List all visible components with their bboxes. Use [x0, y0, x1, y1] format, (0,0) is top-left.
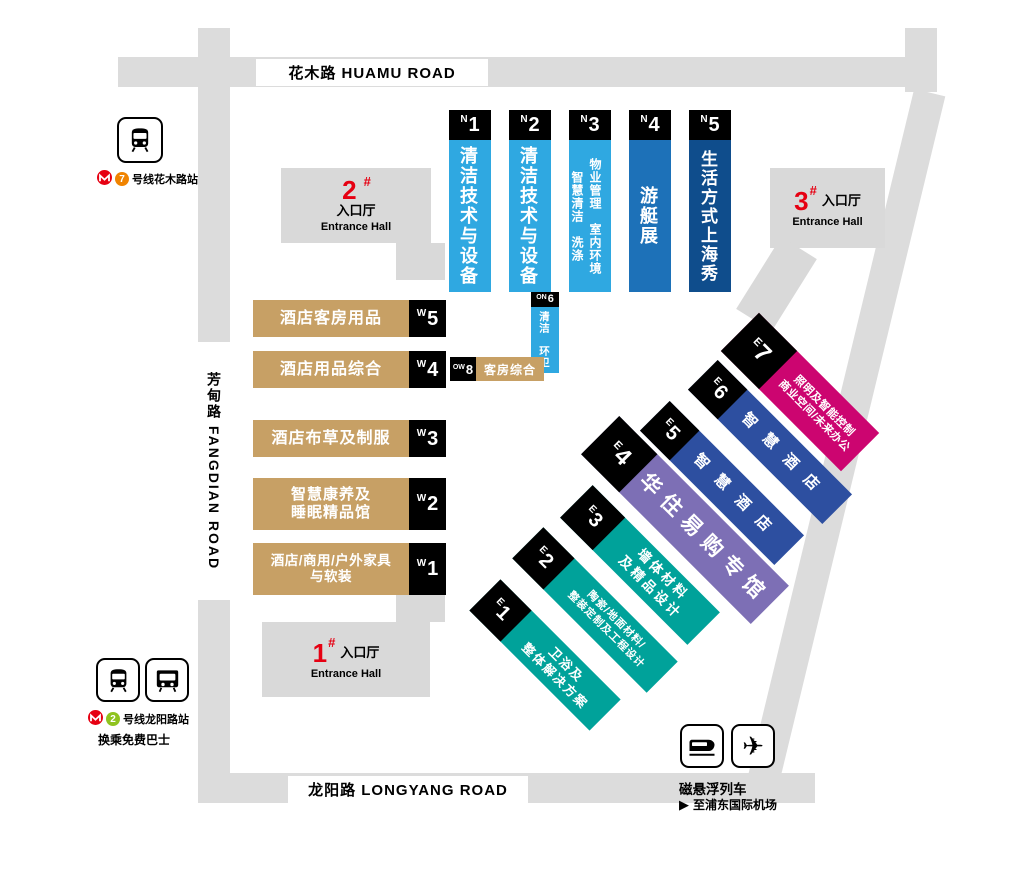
shanghai-metro-logo: [97, 170, 112, 188]
longyang-station-text: 号线龙阳路站: [123, 714, 189, 726]
entrance-3-number: 3: [794, 186, 809, 217]
airplane-icon: ✈: [731, 724, 775, 768]
line-2-badge: 2: [106, 712, 120, 726]
shuttle-bus-icon: [145, 658, 189, 702]
train-front-icon: [109, 668, 127, 692]
hall-ow8-label: 客房综合: [476, 357, 545, 381]
entrance-3-label: 3# 入口厅 Entrance Hall: [770, 172, 885, 246]
hall-w4-label: 酒店用品综合: [279, 360, 382, 378]
entrance-1-hash: #: [328, 635, 336, 651]
maglev-destination: ▶ 至浦东国际机场: [679, 796, 777, 813]
entrance-1-number: 1: [312, 638, 328, 669]
entrance-2-label: 2 # 入口厅 Entrance Hall: [281, 170, 431, 242]
shanghai-metro-logo: [88, 710, 103, 728]
entrance-hall-3-extension: [736, 236, 817, 332]
entrance-2-en: Entrance Hall: [320, 221, 392, 234]
road-label-fangdian: 芳甸路 FANGDIAN ROAD: [197, 342, 231, 600]
longyang-station-label: 2 号线龙阳路站: [88, 710, 189, 728]
entrance-hall-3-shape[interactable]: [770, 168, 885, 248]
hall-w3-label: 酒店布草及制服: [271, 429, 391, 447]
hall-w1-label-line2: 与软装: [310, 569, 352, 584]
train-front-icon: [131, 128, 149, 153]
hall-w2-label-line1: 智慧康养及: [290, 486, 371, 503]
hall-n3-label-col1: 物业管理 室内环境: [588, 157, 602, 275]
entrance-hall-1-shape[interactable]: [262, 622, 430, 697]
hall-w1-label-line1: 酒店/商用/户外家具: [270, 552, 392, 568]
maglev-destination-text: 至浦东国际机场: [693, 798, 778, 812]
entrance-2-zh: 入口厅: [336, 203, 376, 219]
entrance-3-en: Entrance Hall: [792, 216, 863, 229]
airplane-glyph: ✈: [742, 731, 764, 761]
huamu-station-text: 号线花木路站: [132, 174, 198, 186]
longyang-metro-icon: [96, 658, 140, 702]
hall-w5-label: 酒店客房用品: [279, 309, 382, 327]
entrance-3-hash: #: [809, 183, 817, 199]
road-right-stub: [905, 28, 937, 92]
maglev-train-icon: [680, 724, 724, 768]
play-icon: ▶: [679, 797, 689, 812]
entrance-2-hash: #: [363, 173, 371, 189]
hall-n3-label-col2: 智慧清洁 洗涤: [570, 170, 584, 262]
maglev-side-icon: [689, 739, 715, 756]
hall-n2-label: 清洁技术与设备: [518, 146, 538, 286]
maglev-title: 磁悬浮列车: [679, 782, 747, 797]
entrance-1-label: 1# 入口厅 Entrance Hall: [262, 626, 430, 696]
entrance-1-zh: 入口厅: [340, 645, 380, 661]
entrance-1-en: Entrance Hall: [310, 668, 382, 681]
bus-front-icon: [156, 669, 178, 692]
road-label-huamu: 花木路 HUAMU ROAD: [256, 59, 488, 86]
huamu-metro-icon: [117, 117, 163, 163]
huamu-station-label: 7 号线花木路站: [97, 170, 198, 188]
road-huamu: [118, 57, 936, 87]
entrance-3-zh: 入口厅: [821, 193, 861, 209]
entrance-hall-2-shape[interactable]: [281, 168, 431, 243]
hall-n4-label: 游艇展: [638, 186, 658, 246]
hall-n5-label: 生活方式上海秀: [698, 149, 717, 283]
hall-w2-label-line2: 睡眠精品馆: [290, 504, 371, 521]
shuttle-note: 换乘免费巴士: [98, 733, 171, 747]
road-label-longyang: 龙阳路 LONGYANG ROAD: [288, 776, 528, 803]
hall-n1-label: 清洁技术与设备: [458, 146, 478, 286]
entrance-2-number: 2: [342, 175, 357, 206]
entrance-hall-2-extension: [396, 243, 445, 280]
line-7-badge: 7: [115, 172, 129, 186]
